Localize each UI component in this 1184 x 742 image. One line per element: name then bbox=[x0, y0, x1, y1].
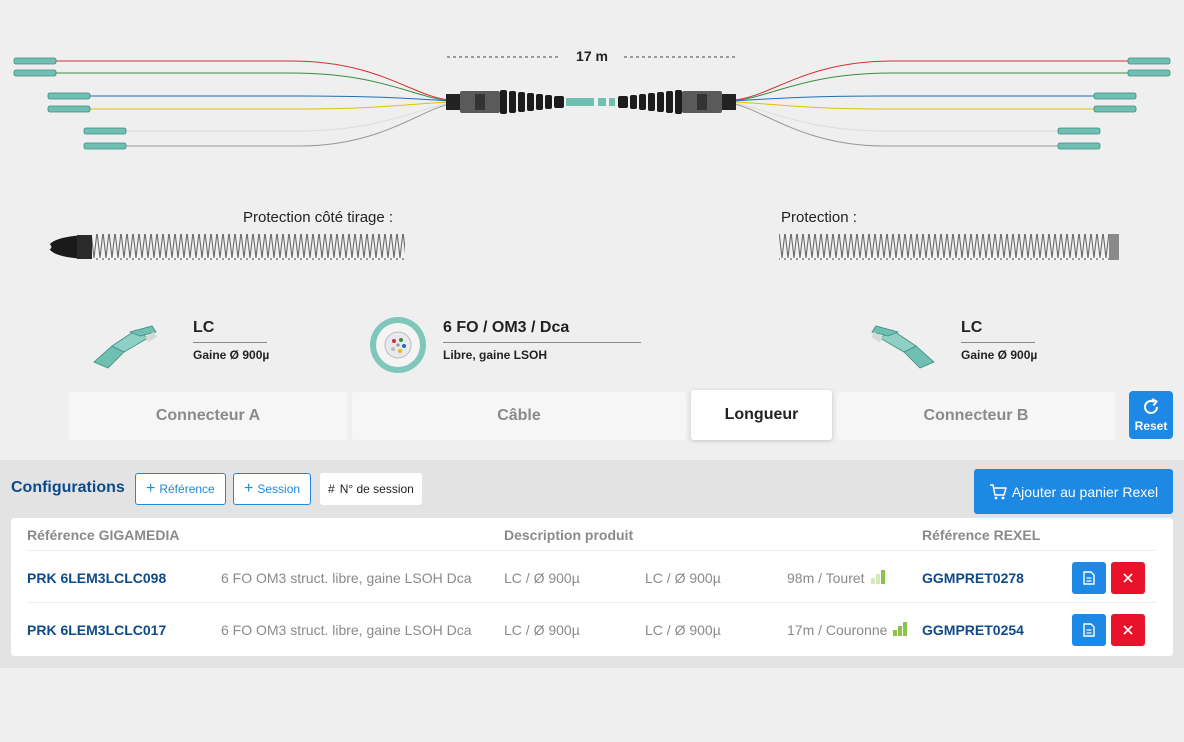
hash-icon: # bbox=[328, 482, 335, 496]
configurations-title: Configurations bbox=[11, 479, 125, 496]
add-session-button[interactable]: + Session bbox=[233, 473, 312, 505]
column-header-rexel: Référence REXEL bbox=[922, 527, 1041, 543]
edit-button[interactable] bbox=[1072, 562, 1106, 594]
reset-icon bbox=[1144, 398, 1158, 414]
close-icon bbox=[1123, 625, 1133, 635]
gigamedia-ref: PRK 6LEM3LCLC098 bbox=[27, 570, 167, 586]
cable-cross-section-icon bbox=[370, 317, 426, 373]
reset-label: Reset bbox=[1134, 419, 1168, 433]
pulling-eye-protection[interactable] bbox=[37, 232, 407, 262]
plus-icon: + bbox=[244, 480, 254, 497]
connector-a-description: LC / Ø 900µ bbox=[504, 570, 580, 586]
page-footer-area bbox=[0, 668, 1184, 742]
add-reference-button[interactable]: + Référence bbox=[135, 473, 226, 505]
configurations-table: Référence GIGAMEDIA Description produit … bbox=[11, 518, 1173, 656]
column-header-gigamedia: Référence GIGAMEDIA bbox=[27, 527, 180, 543]
cable-title: 6 FO / OM3 / Dca bbox=[443, 319, 641, 343]
document-icon bbox=[1083, 571, 1095, 585]
add-session-label: Session bbox=[257, 482, 301, 496]
tab-longueur[interactable]: Longueur bbox=[691, 390, 832, 440]
protection-label: Protection : bbox=[781, 209, 857, 226]
connector-b-description: LC / Ø 900µ bbox=[645, 570, 721, 586]
connector-a-subtitle: Gaine Ø 900µ bbox=[193, 348, 270, 362]
cable-description: 6 FO OM3 struct. libre, gaine LSOH Dca bbox=[221, 570, 472, 586]
length-text: 98m / Touret bbox=[787, 570, 865, 586]
add-reference-label: Référence bbox=[159, 482, 215, 496]
availability-bars bbox=[870, 570, 886, 584]
table-row: PRK 6LEM3LCLC017 6 FO OM3 struct. libre,… bbox=[27, 602, 1156, 654]
tab-connecteur-b[interactable]: Connecteur B bbox=[837, 392, 1115, 440]
pull-protection-label: Protection côté tirage : bbox=[243, 209, 394, 226]
cable-description: 6 FO OM3 struct. libre, gaine LSOH Dca bbox=[221, 622, 472, 638]
lc-connector-b-icon bbox=[871, 325, 935, 369]
configurator-stage: 17 m Protection côté tirage : Protection… bbox=[13, 48, 1173, 440]
delete-button[interactable] bbox=[1111, 614, 1145, 646]
rexel-ref: GGMPRET0278 bbox=[922, 570, 1024, 586]
gigamedia-ref: PRK 6LEM3LCLC017 bbox=[27, 622, 167, 638]
connector-b-title: LC bbox=[961, 319, 1035, 343]
delete-button[interactable] bbox=[1111, 562, 1145, 594]
cart-icon bbox=[989, 483, 1007, 499]
session-number-input[interactable]: # N° de session bbox=[320, 473, 422, 505]
close-icon bbox=[1123, 573, 1133, 583]
cable-subtitle: Libre, gaine LSOH bbox=[443, 348, 548, 362]
cable-diagram bbox=[13, 56, 1171, 150]
table-row: PRK 6LEM3LCLC098 6 FO OM3 struct. libre,… bbox=[27, 550, 1156, 602]
document-icon bbox=[1083, 623, 1095, 637]
length-text: 17m / Couronne bbox=[787, 622, 888, 638]
add-to-cart-button[interactable]: Ajouter au panier Rexel bbox=[974, 469, 1173, 514]
connector-b-subtitle: Gaine Ø 900µ bbox=[961, 348, 1038, 362]
availability-bars bbox=[893, 622, 908, 636]
tab-connecteur-a[interactable]: Connecteur A bbox=[69, 392, 347, 440]
length-description: 98m / Touret bbox=[787, 570, 886, 586]
connector-a-description: LC / Ø 900µ bbox=[504, 622, 580, 638]
rexel-ref: GGMPRET0254 bbox=[922, 622, 1024, 638]
plus-icon: + bbox=[146, 480, 156, 497]
length-description: 17m / Couronne bbox=[787, 622, 908, 638]
tab-cable[interactable]: Câble bbox=[352, 392, 686, 440]
add-to-cart-label: Ajouter au panier Rexel bbox=[1011, 483, 1159, 500]
reset-button[interactable]: Reset bbox=[1129, 391, 1173, 439]
end-protection[interactable] bbox=[779, 232, 1121, 262]
length-label: 17 m bbox=[576, 48, 608, 64]
column-header-description: Description produit bbox=[504, 527, 634, 543]
connector-b-description: LC / Ø 900µ bbox=[645, 622, 721, 638]
connector-a-title: LC bbox=[193, 319, 267, 343]
edit-button[interactable] bbox=[1072, 614, 1106, 646]
session-number-placeholder: N° de session bbox=[339, 482, 414, 496]
lc-connector-a-icon bbox=[93, 325, 157, 369]
